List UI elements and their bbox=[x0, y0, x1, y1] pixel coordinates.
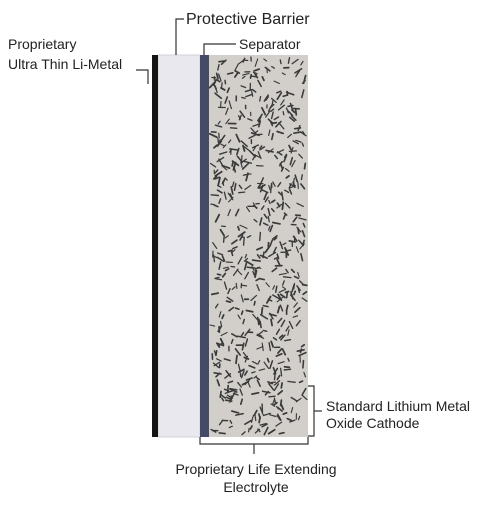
cathode-grain bbox=[303, 361, 304, 368]
cathode-grain bbox=[218, 139, 219, 143]
cathode-grain bbox=[301, 175, 302, 180]
cathode-bracket bbox=[308, 386, 314, 436]
cathode-grain bbox=[284, 277, 292, 278]
cathode-grain bbox=[235, 308, 239, 309]
cathode-grain bbox=[280, 60, 281, 64]
anode-label-line1: Proprietary bbox=[8, 36, 76, 52]
separator-label: Separator bbox=[239, 36, 301, 52]
cathode-grain bbox=[253, 260, 261, 261]
electrolyte-label-line1: Proprietary Life Extending bbox=[175, 461, 336, 477]
cathode-label-line2: Oxide Cathode bbox=[326, 415, 420, 431]
cathode-grain bbox=[271, 319, 272, 325]
cathode-grain bbox=[242, 311, 243, 314]
protective-barrier-layer bbox=[158, 55, 200, 437]
cathode-grain bbox=[260, 97, 261, 102]
cathode-grain bbox=[303, 285, 307, 286]
cathode-grain bbox=[263, 306, 268, 307]
cathode-grain bbox=[252, 76, 256, 77]
cathode-grain bbox=[242, 285, 247, 286]
cathode-grain bbox=[286, 292, 289, 293]
cathode-grain bbox=[219, 433, 225, 434]
cathode-grain bbox=[227, 301, 231, 302]
cathode-grain bbox=[281, 400, 282, 405]
cathode-grain bbox=[212, 293, 218, 294]
cathode-grain bbox=[228, 73, 233, 74]
cathode-grain bbox=[272, 101, 273, 105]
cathode-grain bbox=[279, 433, 284, 434]
cathode-grain bbox=[263, 330, 267, 331]
cathode-grain bbox=[222, 83, 223, 87]
cathode-grain bbox=[216, 351, 217, 355]
cathode-grain bbox=[284, 369, 290, 370]
cathode-grain bbox=[288, 381, 295, 382]
cathode-grain bbox=[254, 302, 255, 305]
cathode-label-line1: Standard Lithium Metal bbox=[326, 398, 470, 414]
cathode-grain bbox=[275, 375, 276, 380]
cathode-grain bbox=[260, 233, 261, 241]
cathode-grain bbox=[263, 252, 264, 257]
cathode-grain bbox=[238, 227, 239, 230]
cathode-grain bbox=[243, 60, 247, 61]
cathode-grain bbox=[305, 164, 306, 169]
anode-leader-line bbox=[136, 70, 148, 84]
cathode-grain bbox=[247, 267, 255, 268]
cathode-grain bbox=[224, 236, 225, 242]
cathode-grain bbox=[262, 308, 263, 314]
cathode-grain bbox=[259, 414, 260, 418]
cathode-grain bbox=[285, 340, 291, 341]
cathode-grain bbox=[232, 162, 233, 165]
separator-leader-line bbox=[204, 44, 236, 55]
cathode-grain bbox=[255, 271, 256, 276]
barrier-leader-line bbox=[176, 19, 184, 55]
cathode-grain bbox=[221, 321, 222, 325]
cathode-grain bbox=[218, 274, 221, 275]
cathode-grain bbox=[220, 391, 221, 397]
separator-layer bbox=[200, 55, 209, 437]
cathode-grain bbox=[288, 250, 291, 251]
cathode-grain bbox=[282, 202, 283, 209]
barrier-label: Protective Barrier bbox=[186, 11, 310, 28]
cathode-grain bbox=[283, 95, 286, 96]
cathode-grain bbox=[251, 75, 252, 78]
cathode-grain bbox=[243, 175, 246, 176]
cathode-grain bbox=[215, 86, 216, 89]
cathode-grain bbox=[285, 367, 290, 368]
li-metal-anode-layer bbox=[152, 55, 158, 437]
cathode-grain bbox=[294, 178, 295, 182]
cathode-grain bbox=[239, 192, 245, 193]
cathode-grain bbox=[225, 80, 226, 83]
cathode-grain bbox=[244, 238, 245, 245]
cathode-grain bbox=[259, 279, 264, 280]
electrolyte-label-line2: Electrolyte bbox=[223, 479, 289, 495]
cathode-grain bbox=[289, 151, 296, 152]
cathode-grain bbox=[211, 195, 218, 196]
cathode-grain bbox=[236, 283, 237, 288]
cathode-grain bbox=[231, 128, 237, 129]
cathode-grain bbox=[219, 61, 224, 62]
cathode-grain bbox=[294, 132, 301, 133]
cathode-grain bbox=[281, 383, 282, 388]
cathode-grain bbox=[294, 291, 295, 294]
cathode-grain bbox=[269, 396, 275, 397]
anode-label-line2: Ultra Thin Li-Metal bbox=[8, 56, 122, 72]
electrolyte-bracket bbox=[200, 437, 308, 444]
cathode-grain bbox=[268, 359, 269, 362]
cathode-grain bbox=[236, 356, 237, 364]
cathode-grain bbox=[283, 112, 284, 115]
cathode-grain bbox=[271, 186, 272, 193]
cathode-grain bbox=[296, 109, 297, 115]
cathode-grain bbox=[298, 228, 299, 233]
